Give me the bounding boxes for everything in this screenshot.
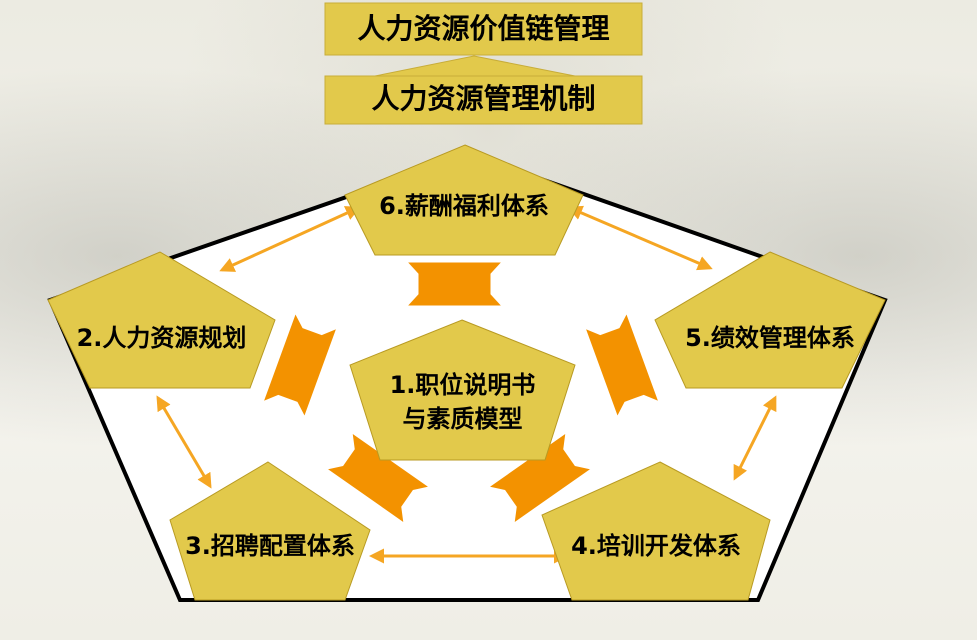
- node-planning-shape: [47, 251, 276, 389]
- node-compensation-label: 6.薪酬福利体系: [379, 192, 549, 220]
- node-recruiting-label: 3.招聘配置体系: [185, 532, 355, 560]
- top-title-box: [324, 2, 643, 56]
- node-planning-label: 2.人力资源规划: [76, 324, 247, 352]
- connector-left: [262, 312, 338, 418]
- arrow-performance-training: [733, 395, 777, 481]
- mechanism-box: [324, 75, 643, 125]
- node-training-shape: [541, 461, 771, 601]
- top-title: 人力资源价值链管理: [357, 12, 610, 45]
- connector-right: [584, 312, 660, 418]
- connector-lower-left: [325, 431, 431, 525]
- arrow-compensation-planning: [219, 206, 361, 272]
- connector-lower-right: [487, 431, 593, 525]
- node-center-shape: [349, 319, 576, 461]
- mechanism-title: 人力资源管理机制: [371, 82, 596, 115]
- connector-top: [405, 261, 504, 307]
- node-center-label-line2: 与素质模型: [402, 405, 523, 433]
- node-center-label-line1: 1.职位说明书: [389, 371, 536, 399]
- arrow-planning-recruiting: [156, 395, 212, 489]
- up-arrow: [374, 55, 576, 77]
- arrow-compensation-performance: [567, 205, 713, 271]
- node-training-label: 4.培训开发体系: [571, 532, 741, 560]
- node-performance-label: 5.绩效管理体系: [685, 324, 855, 352]
- node-compensation-shape: [344, 144, 584, 256]
- node-recruiting-shape: [169, 461, 371, 601]
- node-performance-shape: [654, 251, 886, 389]
